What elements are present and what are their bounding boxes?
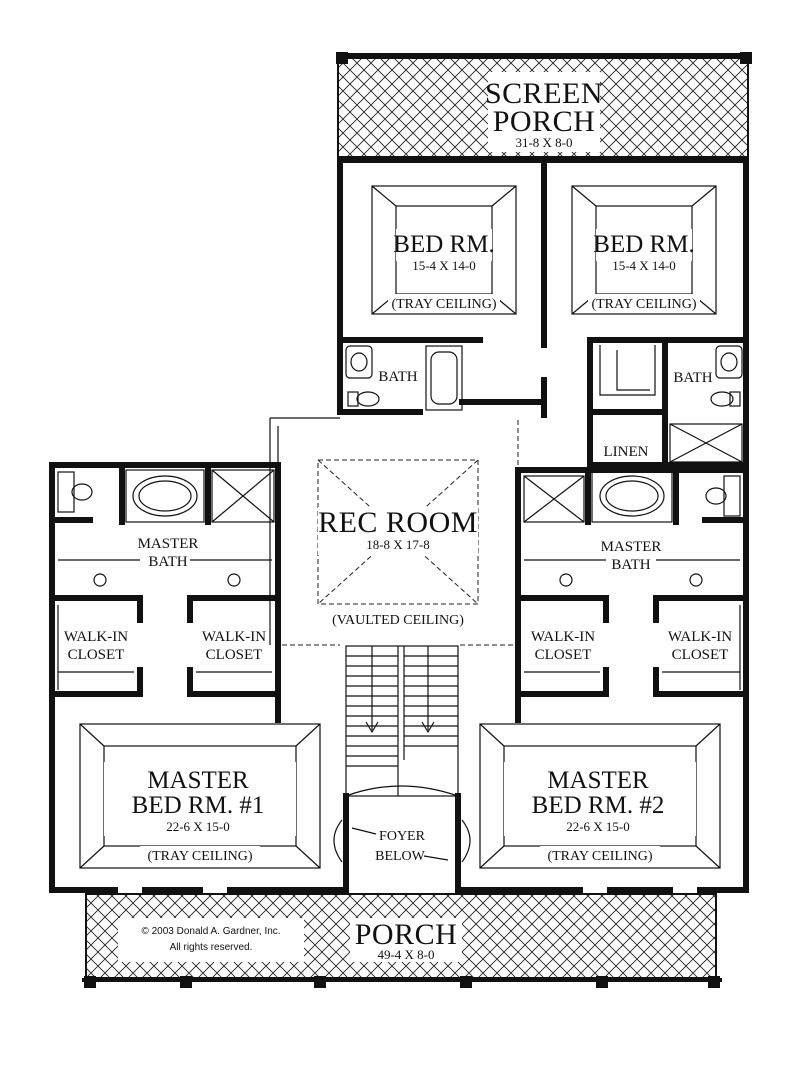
screen-porch-name-1: SCREEN xyxy=(485,77,603,110)
closet-3-line2: CLOSET xyxy=(535,647,592,663)
bedroom-left-ceiling: (TRAY CEILING) xyxy=(391,297,496,312)
master-bed-2-dims: 22-6 X 15-0 xyxy=(566,819,630,834)
walk-in-closet-right-1: WALK-IN CLOSET xyxy=(531,629,595,663)
copyright-line1: © 2003 Donald A. Gardner, Inc. xyxy=(141,926,280,937)
closet-3-line1: WALK-IN xyxy=(531,629,595,645)
walk-in-closet-right-2: WALK-IN CLOSET xyxy=(668,629,732,663)
porch-name: PORCH xyxy=(355,918,458,951)
rec-room-dims: 18-8 X 17-8 xyxy=(366,537,430,552)
closet-4-line2: CLOSET xyxy=(672,647,729,663)
bath-left: BATH xyxy=(345,345,463,411)
rec-room: REC ROOM 18-8 X 17-8 (VAULTED CEILING) xyxy=(269,417,519,646)
master-bath-left-name-1: MASTER xyxy=(138,536,199,552)
master-bath-right-name-1: MASTER xyxy=(601,539,662,555)
master-bed-2-name-1: MASTER xyxy=(547,767,649,794)
foyer-line2: BELOW xyxy=(375,849,426,864)
closet-2-line1: WALK-IN xyxy=(202,629,266,645)
rec-room-ceiling: (VAULTED CEILING) xyxy=(332,613,464,628)
bedroom-right-name: BED RM. xyxy=(593,231,694,258)
master-bath-right: MASTER BATH xyxy=(523,469,741,587)
bedroom-right: BED RM. 15-4 X 14-0 (TRAY CEILING) xyxy=(571,185,717,315)
master-bed-2-ceiling: (TRAY CEILING) xyxy=(547,849,652,864)
master-bath-left-name-2: BATH xyxy=(148,554,187,570)
closet-1-line1: WALK-IN xyxy=(64,629,128,645)
staircase xyxy=(345,645,459,797)
master-bath-left: MASTER BATH xyxy=(57,469,275,587)
bedroom-right-dims: 15-4 X 14-0 xyxy=(612,258,676,273)
linen-name: LINEN xyxy=(604,444,649,460)
screen-porch-dims: 31-8 X 8-0 xyxy=(515,135,572,150)
foyer-below: FOYER BELOW xyxy=(351,827,449,864)
upper-wing-walls xyxy=(337,157,749,468)
rec-room-name: REC ROOM xyxy=(318,506,478,539)
walk-in-closet-left-2: WALK-IN CLOSET xyxy=(202,629,266,663)
left-wing-walls xyxy=(49,462,281,893)
master-bed-2-name-2: BED RM. #2 xyxy=(532,792,665,819)
bedroom-left: BED RM. 15-4 X 14-0 (TRAY CEILING) xyxy=(371,185,517,315)
bath-left-name: BATH xyxy=(378,369,417,385)
porch-dims: 49-4 X 8-0 xyxy=(377,947,434,962)
bedroom-right-ceiling: (TRAY CEILING) xyxy=(591,297,696,312)
walk-in-closet-left-1: WALK-IN CLOSET xyxy=(64,629,128,663)
linen-closet: LINEN xyxy=(604,444,649,460)
closet-4-line1: WALK-IN xyxy=(668,629,732,645)
master-bed-1-name-1: MASTER xyxy=(147,767,249,794)
master-bedrooms-walls xyxy=(49,697,749,893)
bedroom-left-dims: 15-4 X 14-0 xyxy=(412,258,476,273)
screen-porch-name-2: PORCH xyxy=(493,105,596,138)
foyer-line1: FOYER xyxy=(379,829,426,844)
right-wing-walls xyxy=(515,462,749,893)
master-bed-2: MASTER BED RM. #2 22-6 X 15-0 (TRAY CEIL… xyxy=(479,723,721,869)
bath-right: BATH xyxy=(669,345,743,463)
master-bed-1-dims: 22-6 X 15-0 xyxy=(166,819,230,834)
master-bath-right-name-2: BATH xyxy=(611,557,650,573)
bath-right-name: BATH xyxy=(673,370,712,386)
front-porch: PORCH 49-4 X 8-0 © 2003 Donald A. Gardne… xyxy=(82,893,722,988)
master-bed-1-ceiling: (TRAY CEILING) xyxy=(147,849,252,864)
master-bed-1: MASTER BED RM. #1 22-6 X 15-0 (TRAY CEIL… xyxy=(79,723,321,869)
master-bed-1-name-2: BED RM. #1 xyxy=(132,792,265,819)
copyright-line2: All rights reserved. xyxy=(170,942,253,953)
bedroom-left-name: BED RM. xyxy=(393,231,494,258)
closet-1-line2: CLOSET xyxy=(68,647,125,663)
closet-2-line2: CLOSET xyxy=(206,647,263,663)
screen-porch: SCREEN PORCH 31-8 X 8-0 xyxy=(336,52,752,158)
